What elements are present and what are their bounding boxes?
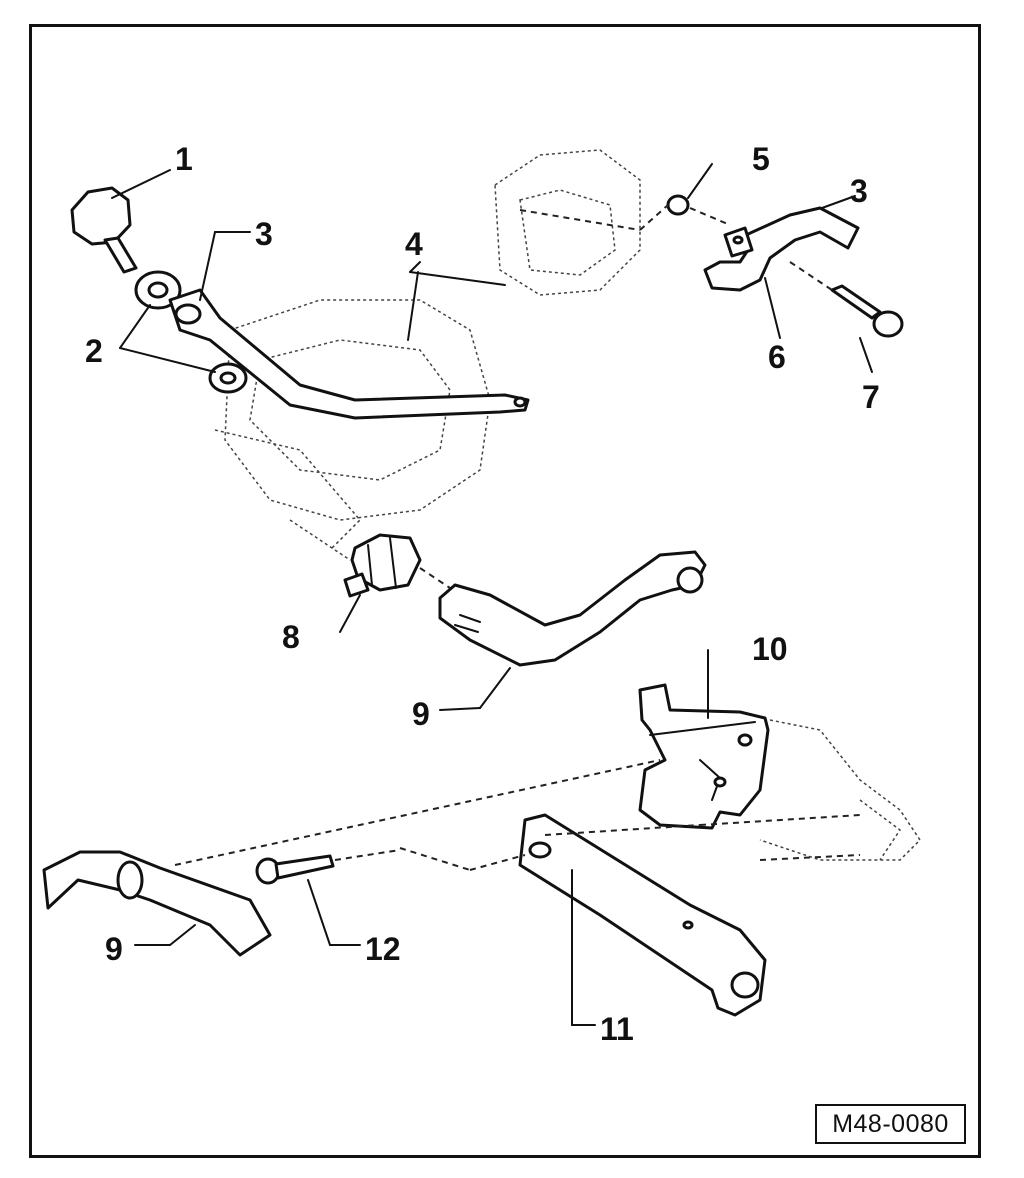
nut-part-5 bbox=[666, 194, 731, 226]
callout-4: 4 bbox=[405, 226, 423, 262]
callout-11: 11 bbox=[600, 1011, 634, 1047]
callout-5: 5 bbox=[752, 141, 770, 177]
hanger-strap-part-11 bbox=[518, 813, 767, 1017]
callout-10: 10 bbox=[752, 631, 788, 667]
callout-2: 2 bbox=[85, 333, 103, 369]
exhaust-pipe-part-9-lower bbox=[42, 850, 272, 957]
callout-12: 12 bbox=[365, 931, 401, 967]
callout-9-upper: 9 bbox=[412, 696, 430, 732]
long-bolt-part-12 bbox=[255, 849, 401, 885]
callout-7: 7 bbox=[862, 379, 880, 415]
washers-part-2 bbox=[134, 270, 248, 394]
bolt-part-7 bbox=[789, 261, 904, 338]
drawing-code-label: M48-0080 bbox=[815, 1104, 966, 1144]
bracket-part-3-left bbox=[168, 288, 530, 420]
leader-lines bbox=[111, 163, 873, 1026]
callout-labels: 1 2 3 3 4 5 6 7 8 9 9 10 11 12 bbox=[85, 141, 880, 1047]
transmission-housing-ghost bbox=[214, 149, 921, 861]
clamp-part-8 bbox=[343, 533, 451, 598]
callout-3-left: 3 bbox=[255, 216, 273, 252]
bracket-part-3-right bbox=[703, 206, 860, 292]
assembly-guide-lines bbox=[174, 204, 861, 871]
mount-bracket-part-10 bbox=[638, 683, 770, 830]
callout-8: 8 bbox=[282, 619, 300, 655]
callout-9-lower: 9 bbox=[105, 931, 123, 967]
callout-1: 1 bbox=[175, 141, 193, 177]
exhaust-pipe-part-9-upper bbox=[438, 550, 707, 667]
callout-6: 6 bbox=[768, 339, 786, 375]
callout-3-right: 3 bbox=[850, 173, 868, 209]
bolt-part-1 bbox=[70, 186, 138, 274]
